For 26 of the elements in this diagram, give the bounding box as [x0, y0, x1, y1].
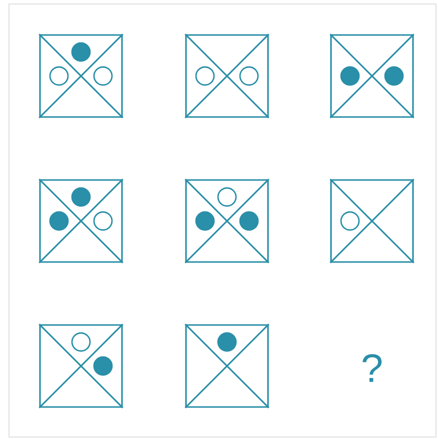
circle — [93, 356, 113, 376]
circle — [340, 211, 360, 231]
circle — [49, 66, 69, 86]
circle — [71, 332, 91, 352]
crossed-square — [330, 178, 414, 264]
circle — [239, 66, 259, 86]
circle — [340, 66, 360, 86]
crossed-square — [38, 34, 124, 118]
circle — [71, 187, 91, 207]
circle — [71, 42, 91, 62]
crossed-square — [184, 178, 270, 264]
circle — [217, 332, 237, 352]
crossed-square — [184, 324, 270, 408]
circle — [49, 211, 69, 231]
crossed-square — [184, 34, 270, 118]
crossed-square — [330, 34, 414, 118]
question-mark: ? — [362, 354, 382, 382]
circle — [195, 211, 215, 231]
crossed-square — [38, 178, 124, 264]
circle — [217, 187, 237, 207]
circle — [93, 66, 113, 86]
circle — [239, 211, 259, 231]
crossed-square — [38, 324, 124, 408]
circle — [384, 66, 404, 86]
circle — [195, 66, 215, 86]
circle — [93, 211, 113, 231]
